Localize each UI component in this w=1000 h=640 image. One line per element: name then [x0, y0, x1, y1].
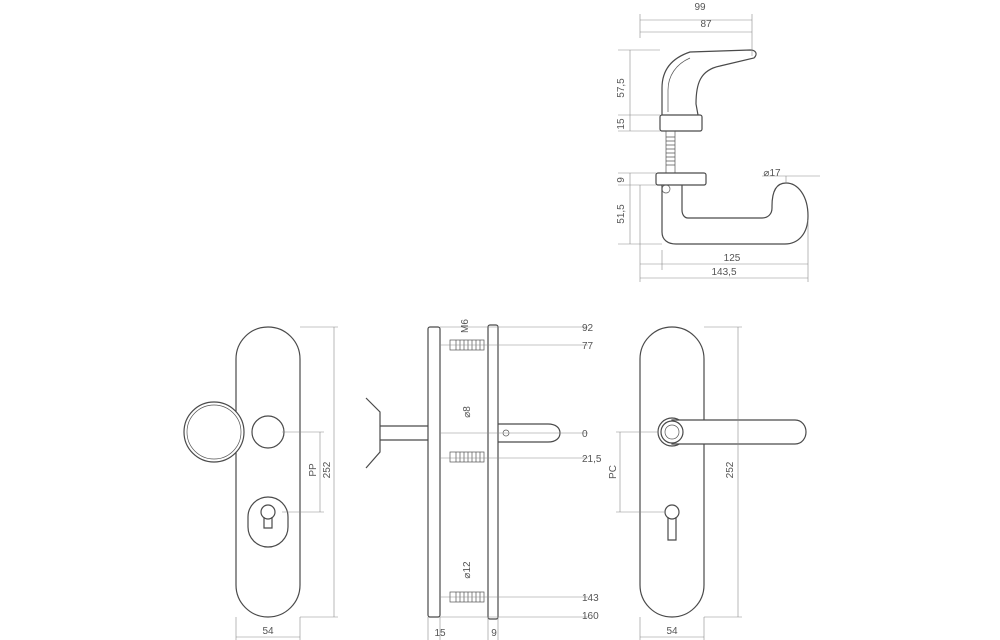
dim-21-5: 21,5: [582, 454, 602, 465]
dim-87: 87: [700, 19, 712, 30]
dim-d17: ⌀17: [763, 168, 781, 179]
lever-front-view: [616, 326, 807, 640]
dim-15-side: 15: [434, 628, 446, 639]
dim-9: 9: [616, 177, 627, 183]
dim-54-knob: 54: [262, 626, 274, 637]
dim-0: 0: [582, 429, 588, 440]
dim-160: 160: [582, 611, 599, 622]
lever-profile: [661, 49, 757, 116]
plate-right: [487, 324, 499, 620]
lever-handle: [671, 419, 807, 445]
dim-15: 15: [616, 118, 627, 130]
dim-pp: PP: [308, 463, 319, 477]
side-section-view: [365, 324, 588, 640]
dim-252-lever: 252: [725, 461, 736, 478]
rose-top: [659, 114, 703, 132]
dim-143-5: 143,5: [711, 267, 736, 278]
keyhole: [664, 504, 680, 520]
dim-51-5: 51,5: [616, 204, 627, 224]
screw-middle: [449, 451, 485, 463]
dim-77: 77: [582, 341, 594, 352]
dim-143: 143: [582, 593, 599, 604]
dim-9-side: 9: [491, 628, 497, 639]
knob-backplate: [235, 326, 301, 618]
dim-pc: PC: [608, 465, 619, 479]
dim-252-knob: 252: [322, 461, 333, 478]
lever-profile-view: [618, 14, 820, 282]
knob: [183, 401, 245, 463]
dim-d8: ⌀8: [462, 406, 473, 418]
lever-backplate: [639, 326, 705, 618]
dim-57-5: 57,5: [616, 78, 627, 98]
dim-99: 99: [694, 2, 706, 13]
rose-bottom: [655, 172, 707, 186]
cylinder-cutout: [247, 496, 289, 548]
dim-92: 92: [582, 323, 594, 334]
dim-m6: M6: [460, 319, 471, 333]
lever-top: [661, 182, 809, 245]
dim-d12: ⌀12: [462, 561, 473, 579]
dim-54-lever: 54: [666, 626, 678, 637]
knob-front-view: [183, 326, 338, 640]
dim-125: 125: [724, 253, 741, 264]
plate-left: [427, 326, 441, 618]
